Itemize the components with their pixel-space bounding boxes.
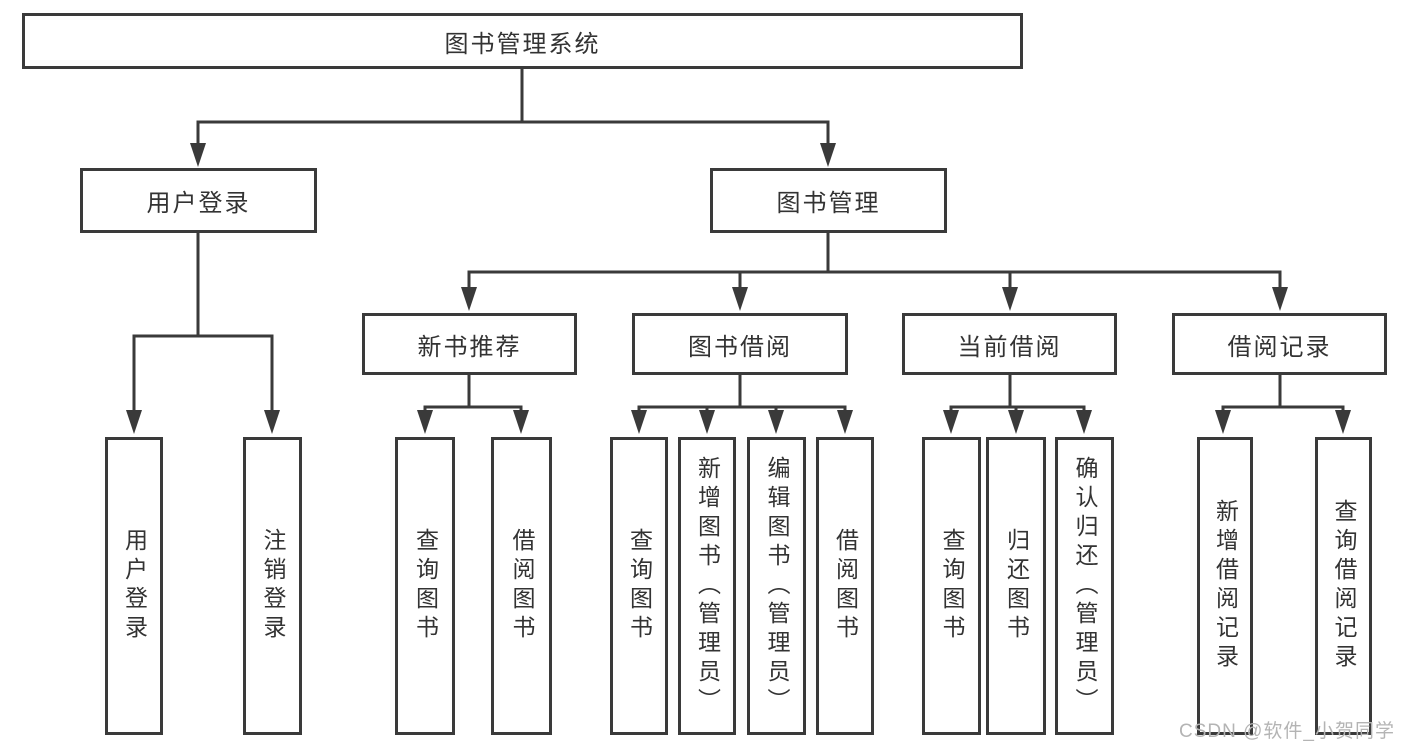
leaf-query-book-recommend: 查询图书 [395,437,455,735]
node-user-login-label: 用户登录 [146,190,251,217]
node-new-book-recommend: 新书推荐 [362,313,577,375]
node-new-book-recommend-label: 新书推荐 [417,333,522,361]
csdn-watermark: CSDN @软件_小贺同学 [1179,721,1395,742]
leaf-confirm-return-admin: 确认归还（管理员） [1055,437,1114,735]
leaf-logout-label: 注销登录 [260,528,286,644]
node-root-system: 图书管理系统 [22,13,1023,69]
leaf-borrow-book-recommend-label: 借阅图书 [509,528,535,644]
leaf-add-borrow-record: 新增借阅记录 [1197,437,1253,735]
arrowheads [126,143,1351,434]
leaf-logout: 注销登录 [243,437,302,735]
leaf-query-book-current: 查询图书 [922,437,981,735]
leaf-add-book-admin: 新增图书（管理员） [678,437,736,735]
leaf-borrow-book-recommend: 借阅图书 [491,437,552,735]
leaf-add-borrow-record-label: 新增借阅记录 [1212,499,1239,673]
leaf-confirm-return-admin-label: 确认归还（管理员） [1072,455,1098,717]
leaf-borrow-book-label: 借阅图书 [832,528,859,644]
node-user-login: 用户登录 [80,168,317,233]
leaf-return-book-label: 归还图书 [1003,528,1030,644]
node-borrowing-records-label: 借阅记录 [1227,333,1332,361]
leaf-query-book-current-label: 查询图书 [939,528,965,644]
node-current-borrowing: 当前借阅 [902,313,1117,375]
leaf-query-book-borrowing: 查询图书 [610,437,668,735]
node-book-borrowing: 图书借阅 [632,313,848,375]
leaf-borrow-book: 借阅图书 [816,437,874,735]
node-root-label: 图书管理系统 [444,30,601,58]
leaf-user-login-label: 用户登录 [121,528,148,644]
node-borrowing-records: 借阅记录 [1172,313,1387,375]
node-book-management-label: 图书管理 [776,190,881,217]
leaf-edit-book-admin: 编辑图书（管理员） [747,437,806,735]
node-current-borrowing-label: 当前借阅 [957,333,1062,361]
leaf-query-borrow-record: 查询借阅记录 [1315,437,1372,735]
leaf-add-book-admin-label: 新增图书（管理员） [694,455,721,717]
leaf-query-borrow-record-label: 查询借阅记录 [1331,499,1357,673]
node-book-borrowing-label: 图书借阅 [688,333,792,361]
node-book-management: 图书管理 [710,168,947,233]
leaf-query-book-recommend-label: 查询图书 [412,528,439,644]
leaf-return-book: 归还图书 [986,437,1046,735]
leaf-user-login: 用户登录 [105,437,163,735]
leaf-edit-book-admin-label: 编辑图书（管理员） [764,455,790,717]
leaf-query-book-borrowing-label: 查询图书 [626,528,653,644]
